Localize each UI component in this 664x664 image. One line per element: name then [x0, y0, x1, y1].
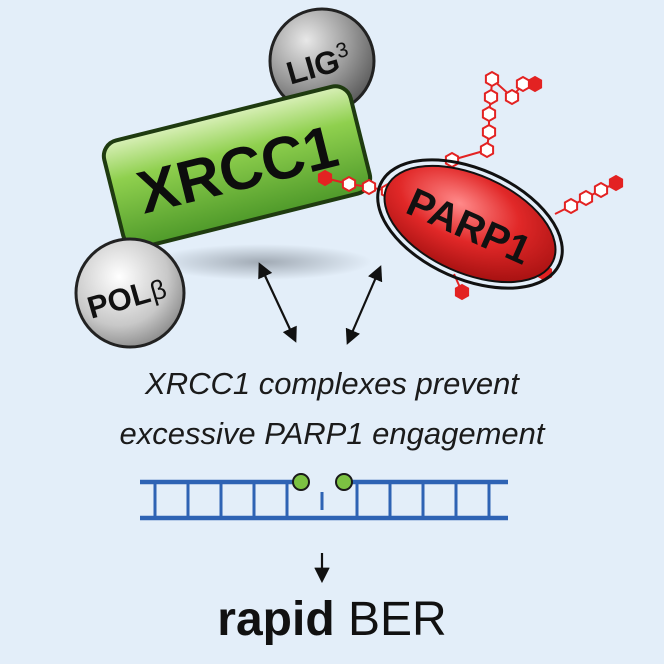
par-unit: [608, 174, 624, 192]
par-unit: [481, 123, 497, 141]
par-unit: [481, 105, 497, 123]
arrow-xrcc1-dna: [258, 262, 297, 343]
dna-ladder: [140, 473, 508, 521]
parp1-protein: PARP1: [376, 158, 564, 290]
par-unit: [578, 189, 594, 207]
complex-shadow: [152, 244, 372, 280]
lig3-protein: LIG3: [268, 7, 376, 115]
xrcc1-protein: XRCC1: [101, 84, 373, 250]
dna-nick-gap: [304, 476, 340, 488]
par-unit: [361, 178, 377, 196]
result-bold: rapid: [217, 593, 335, 646]
result-text: rapid BER: [0, 592, 664, 648]
polb-protein: POLβ: [74, 237, 186, 349]
par-unit: [515, 75, 531, 93]
par-unit: [454, 283, 470, 301]
par-unit: [479, 141, 495, 159]
par-unit: [563, 197, 579, 215]
caption-line-2: excessive PARP1 engagement: [119, 416, 545, 451]
par-unit: [504, 88, 520, 106]
arrow-parp1-dna: [345, 265, 383, 345]
par-unit: [593, 181, 609, 199]
par-unit: [484, 70, 500, 88]
par-unit: [341, 175, 357, 193]
dna-rungs: [153, 484, 491, 516]
par-unit: [527, 75, 543, 93]
caption-line-1: XRCC1 complexes prevent: [145, 366, 519, 401]
par-unit: [483, 88, 499, 106]
dna-nick-end-right: [335, 473, 353, 491]
par-unit: [317, 169, 333, 187]
result-normal: BER: [348, 593, 447, 646]
dna-nick-end-left: [292, 473, 310, 491]
